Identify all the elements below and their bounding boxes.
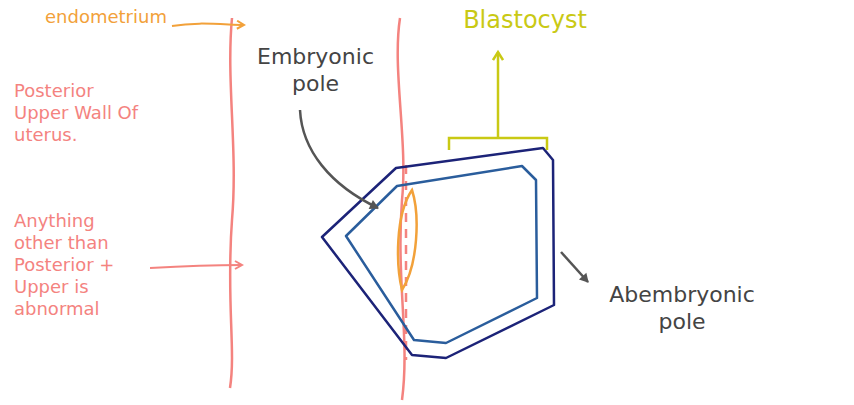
tissue-label: endometrium: [45, 6, 180, 28]
structure-label: Blastocyst: [440, 6, 610, 35]
label-slot: Anything other than Posterior + Upper is…: [14, 210, 144, 320]
abnormal-note: Anything other than Posterior + Upper is…: [14, 210, 144, 320]
label-slot: Embryonic pole: [248, 44, 383, 98]
endometrium-arrow: [172, 24, 244, 26]
label-slot: Abembryonic pole: [592, 282, 772, 336]
blastocyst-leader: [497, 52, 500, 137]
pole-label: Abembryonic pole: [592, 282, 772, 336]
label-slot: Posterior Upper Wall Of uterus.: [14, 80, 142, 146]
blastocyst-outer: [322, 148, 554, 358]
abembryonic-leader: [561, 252, 588, 282]
blastocyst-inner: [346, 166, 537, 343]
blastocyst-bracket: [449, 138, 547, 150]
inner-cell-mass: [398, 190, 417, 290]
location-note: Posterior Upper Wall Of uterus.: [14, 80, 142, 146]
endometrium-line: [230, 18, 234, 388]
label-slot: Blastocyst: [440, 6, 610, 35]
note-arrow: [150, 265, 242, 268]
embryonic-pole-leader: [300, 110, 378, 208]
pole-label: Embryonic pole: [248, 44, 383, 98]
label-slot: endometrium: [45, 6, 180, 28]
